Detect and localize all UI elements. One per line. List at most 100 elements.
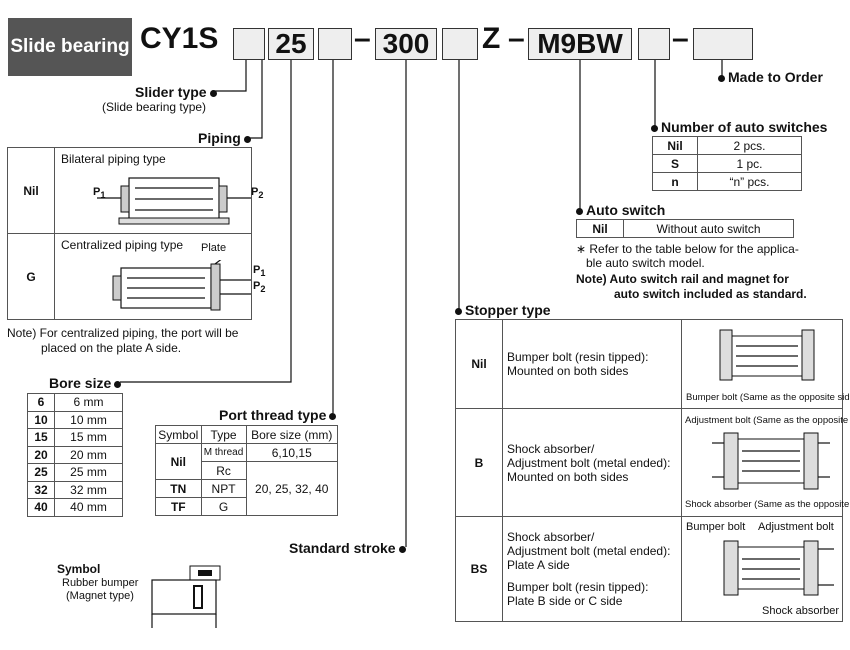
piping-nil-desc: Bilateral piping type xyxy=(61,152,166,166)
auto-val-nil: Without auto switch xyxy=(623,219,794,238)
port-thread-label: Port thread type xyxy=(219,407,336,423)
port-type-g: G xyxy=(200,497,247,516)
bore-code: 6 xyxy=(27,393,55,412)
piping-table: Nil Bilateral piping type P1 P2 G Centra… xyxy=(7,147,265,320)
stopper-type-table: Nil Bumper bolt (resin tipped): Mounted … xyxy=(455,319,850,622)
stopper-bs-line4: Bumper bolt (resin tipped): xyxy=(507,580,649,594)
port-header-symbol: Symbol xyxy=(155,425,202,444)
switch-box: M9BW xyxy=(528,28,632,60)
bore-size-value: 20 mm xyxy=(54,445,123,464)
bore-code: 32 xyxy=(27,480,55,499)
num-switches-label: Number of auto switches xyxy=(651,119,827,135)
num-val-s: 1 pc. xyxy=(697,154,802,173)
num-code-nil: Nil xyxy=(652,136,698,155)
stopper-code-nil: Nil xyxy=(455,319,503,409)
stopper-b-illustration: Adjustment bolt (Same as the opposite si… xyxy=(681,408,850,517)
bore-code: 10 xyxy=(27,410,55,429)
stroke-box: 300 xyxy=(375,28,437,60)
stopper-bs-line2: Adjustment bolt (metal ended): xyxy=(507,544,671,558)
num-code-n: n xyxy=(652,172,698,191)
bs-caption-right: Adjustment bolt xyxy=(758,521,834,533)
piping-note-1: Note) For centralized piping, the port w… xyxy=(7,326,239,340)
stopper-nil-line2: Mounted on both sides xyxy=(507,364,629,378)
bore-code: 25 xyxy=(27,463,55,482)
port-code-nil: Nil xyxy=(155,443,202,480)
bore-size-label: Bore size xyxy=(49,375,121,391)
bs-stopper-diagram xyxy=(723,540,834,596)
stopper-box xyxy=(442,28,478,60)
made-to-order-box xyxy=(693,28,753,60)
auto-switch-note-3: Note) Auto switch rail and magnet for xyxy=(576,272,789,286)
num-code-s: S xyxy=(652,154,698,173)
bs-caption-left: Bumper bolt xyxy=(686,521,746,533)
slider-type-sub: (Slide bearing type) xyxy=(102,100,207,114)
b-caption: Shock absorber (Same as the opposite sid… xyxy=(685,499,850,510)
stopper-bs-line1: Shock absorber/ xyxy=(507,530,595,544)
stopper-b-line2: Adjustment bolt (metal ended): xyxy=(507,455,671,470)
model-prefix: CY1S xyxy=(140,22,219,55)
stopper-nil-desc: Bumper bolt (resin tipped): Mounted on b… xyxy=(502,319,682,409)
p2-label-g: P2 xyxy=(253,280,266,295)
piping-nil-cell: Bilateral piping type P1 P2 xyxy=(54,147,263,234)
bore-size-value: 6 mm xyxy=(54,393,123,412)
p1-label-nil: P1 xyxy=(93,186,106,201)
bore-size-value: 25 mm xyxy=(54,463,123,482)
slider-type-label: Slider type xyxy=(135,84,217,100)
stopper-nil-illustration: Bumper bolt (Same as the opposite side) xyxy=(681,319,850,409)
piping-code-nil: Nil xyxy=(7,147,55,234)
num-switch-box xyxy=(638,28,670,60)
dash-2: – xyxy=(508,22,525,55)
port-type-npt: NPT xyxy=(200,479,247,498)
port-bore-mthread: 6,10,15 xyxy=(245,443,339,462)
standard-stroke-label: Standard stroke xyxy=(289,540,406,556)
bore-size-value: 32 mm xyxy=(54,480,123,499)
piping-g-cell: Centralized piping type Plate P1 P2 xyxy=(54,233,265,320)
piping-box xyxy=(318,28,352,60)
rubber-bumper-symbol xyxy=(151,565,221,628)
auto-switch-note-4: auto switch included as standard. xyxy=(614,287,807,301)
piping-note-2: placed on the plate A side. xyxy=(41,341,182,355)
dash-3: – xyxy=(672,22,689,55)
piping-g-desc: Centralized piping type xyxy=(61,238,184,252)
stopper-code-bs: BS xyxy=(455,516,503,622)
stopper-b-line1: Shock absorber/ xyxy=(507,441,595,456)
stopper-b-desc: Shock absorber/ Adjustment bolt (metal e… xyxy=(502,408,682,517)
port-bore-other: 20, 25, 32, 40 xyxy=(245,461,339,516)
symbol-line-2: (Magnet type) xyxy=(66,590,134,602)
made-to-order-label: Made to Order xyxy=(718,69,823,85)
p2-label-nil: P2 xyxy=(251,186,264,201)
port-type-rc: Rc xyxy=(200,461,247,480)
dash-1: – xyxy=(354,22,371,55)
stopper-bs-line3: Plate A side xyxy=(507,558,570,572)
stopper-type-label: Stopper type xyxy=(455,302,551,318)
stopper-bs-line5: Plate B side or C side xyxy=(507,594,623,608)
badge-text: Slide bearing xyxy=(10,36,130,57)
bs-caption: Shock absorber xyxy=(762,605,840,617)
auto-switch-label: Auto switch xyxy=(576,202,665,218)
port-header-type: Type xyxy=(200,425,247,444)
bore-code: 40 xyxy=(27,498,55,517)
plate-label: Plate xyxy=(201,242,227,254)
stopper-b-line3: Mounted on both sides xyxy=(507,469,629,484)
num-val-n: “n” pcs. xyxy=(697,172,802,191)
stopper-bs-illustration: Bumper bolt Adjustment bolt Shock absorb… xyxy=(681,516,843,622)
centralized-piping-diagram xyxy=(112,260,251,311)
symbol-line-1: Rubber bumper xyxy=(62,577,139,589)
stopper-nil-line1: Bumper bolt (resin tipped): xyxy=(507,350,649,364)
auto-switch-note-2: ble auto switch model. xyxy=(586,256,705,270)
stopper-code-b: B xyxy=(455,408,503,517)
bore-size-value: 40 mm xyxy=(54,498,123,517)
piping-code-g: G xyxy=(7,233,55,320)
z-letter: Z xyxy=(482,22,501,55)
slider-type-box xyxy=(233,28,265,60)
b-stopper-diagram xyxy=(712,432,830,490)
